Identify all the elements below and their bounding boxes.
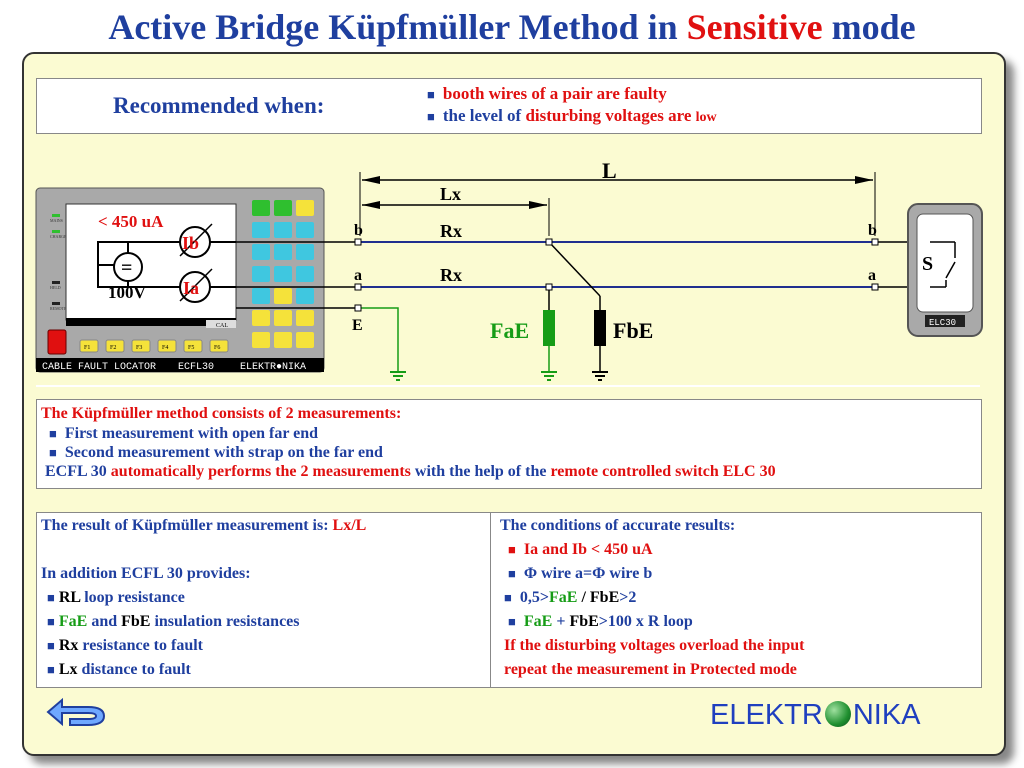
svg-text:F5: F5 [188, 345, 194, 351]
kupfmuller-step: ■First measurement with open far end [49, 425, 319, 442]
wire-b-left-label: b [354, 222, 363, 239]
provides-item: ■Rx resistance to fault [47, 637, 203, 654]
condition-item: ■FaE + FbE>100 x R loop [508, 613, 693, 630]
results-box: The result of Küpfmüller measurement is:… [36, 512, 982, 688]
page-title: Active Bridge Küpfmüller Method in Sensi… [108, 7, 916, 47]
condition-item: ■0,5>FaE / FbE>2 [504, 589, 637, 606]
led-column: MAINS CHARGE HELD REMOTE [50, 214, 67, 311]
svg-text:F6: F6 [214, 345, 220, 351]
recommended-item: ■booth wires of a pair are faulty [427, 84, 667, 103]
power-button[interactable] [47, 329, 67, 355]
dimension-lines [359, 172, 876, 236]
condition-item: ■Ia and Ib < 450 uA [508, 541, 653, 558]
svg-text:HELD: HELD [50, 285, 61, 290]
function-keys[interactable]: F1 F2 F3 F4 F5 F6 [79, 339, 229, 353]
rx-top-label: Rx [440, 221, 462, 241]
svg-text:F3: F3 [136, 345, 142, 351]
conditions-heading: The conditions of accurate results: [500, 517, 736, 534]
device-footer-left: CABLE FAULT LOCATOR [42, 362, 156, 373]
svg-text:F4: F4 [162, 345, 168, 351]
fbe-label: FbE [613, 318, 653, 343]
result-line: The result of Küpfmüller measurement is:… [41, 517, 367, 534]
recommended-list: ■booth wires of a pair are faulty ■the l… [427, 83, 717, 128]
cal-label: CAL [216, 323, 228, 329]
switch-label: S [922, 253, 933, 275]
elc30-label: ELC30 [929, 318, 956, 328]
length-label-Lx: Lx [440, 184, 461, 204]
wire-a-right-label: a [868, 267, 876, 284]
circuit-diagram: CAL MAINS CHARGE HELD REMOTE F1 F2 F3 F4 [35, 158, 983, 381]
svg-text:REMOTE: REMOTE [50, 306, 67, 311]
svg-text:F1: F1 [84, 345, 90, 351]
device-footer-mid: ECFL30 [178, 362, 214, 373]
kupfmuller-heading: The Küpfmüller method consists of 2 meas… [41, 405, 402, 422]
cable-wires [236, 238, 930, 372]
source-symbol: = [121, 257, 132, 279]
svg-text:F2: F2 [110, 345, 116, 351]
ib-meter-label: Ib [182, 233, 199, 253]
device-footer-right: ELEKTR●NIKA [240, 362, 306, 373]
length-label-L: L [602, 158, 617, 183]
recommended-box: Recommended when: ■booth wires of a pair… [36, 78, 982, 134]
back-arrow-icon[interactable] [40, 696, 110, 732]
keypad[interactable] [252, 200, 314, 348]
provides-item: ■Lx distance to fault [47, 661, 191, 678]
svg-text:MAINS: MAINS [50, 218, 63, 223]
ground-symbols [390, 371, 608, 381]
earth-label: E [352, 317, 363, 334]
kupfmuller-box: The Küpfmüller method consists of 2 meas… [36, 399, 982, 489]
provides-item: ■RL loop resistance [47, 589, 185, 606]
ecfl30-device: CAL MAINS CHARGE HELD REMOTE F1 F2 F3 F4 [35, 187, 325, 373]
fae-label: FaE [490, 318, 529, 343]
ia-meter-label: Ia [183, 278, 199, 298]
elc30-remote-switch: S ELC30 [907, 203, 983, 337]
provides-item: ■FaE and FbE insulation resistances [47, 613, 300, 630]
provides-line: In addition ECFL 30 provides: [41, 565, 251, 582]
kupfmuller-auto: ECFL 30 automatically performs the 2 mea… [45, 463, 776, 480]
warning-line: repeat the measurement in Protected mode [504, 661, 797, 678]
wire-b-right-label: b [868, 222, 877, 239]
current-limit: < 450 uA [98, 212, 164, 231]
recommended-item: ■the level of disturbing voltages are lo… [427, 106, 717, 125]
rx-bottom-label: Rx [440, 265, 462, 285]
kupfmuller-step: ■Second measurement with strap on the fa… [49, 444, 383, 461]
svg-text:CHARGE: CHARGE [50, 234, 67, 239]
separator-line [36, 385, 980, 387]
recommended-label: Recommended when: [113, 93, 325, 118]
wire-a-left-label: a [354, 267, 362, 284]
condition-item: ■Φ wire a=Φ wire b [508, 565, 653, 582]
globe-icon [824, 701, 851, 727]
warning-line: If the disturbing voltages overload the … [504, 637, 805, 654]
